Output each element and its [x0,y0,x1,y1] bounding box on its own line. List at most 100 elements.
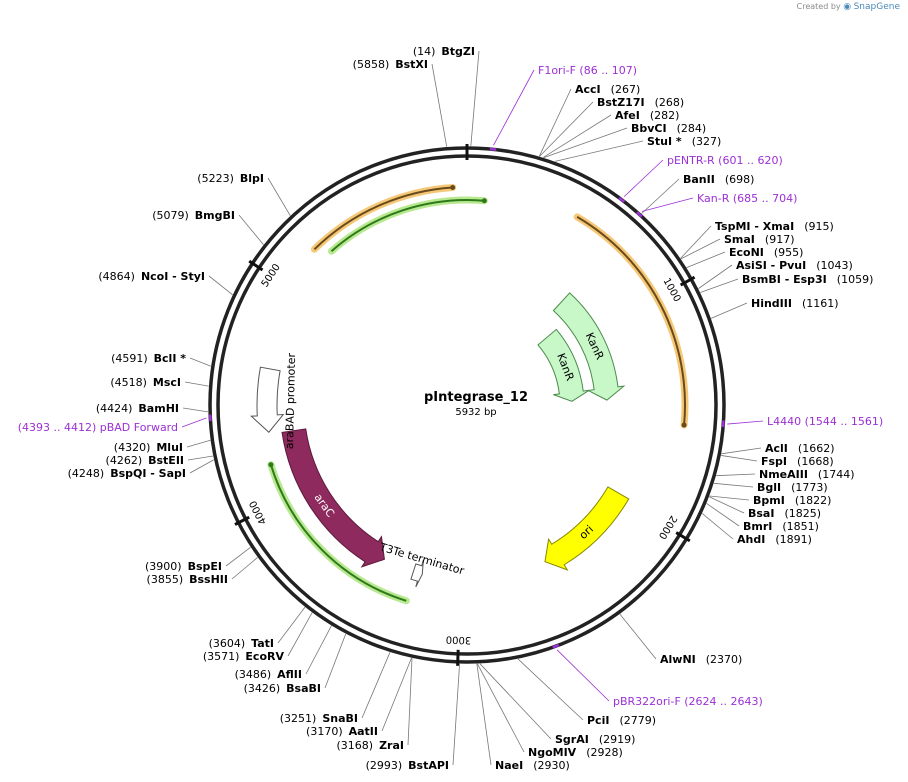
enzyme-leader-line [680,238,721,260]
enzyme-name: HindIII [751,297,792,310]
enzyme-position: (1161) [802,297,839,310]
enzyme-leader-line [189,459,215,474]
enzyme-position: (4518) [110,376,147,389]
orange-arc-end [681,422,687,428]
primer-label: (4393 .. 4412) pBAD Forward [18,421,178,434]
enzyme-leader-line [184,381,209,387]
enzyme-position: (1043) [816,259,853,272]
enzyme-position: (3604) [209,637,246,650]
enzyme-name: SmaI [724,233,755,246]
enzyme-position: (3900) [145,560,182,573]
enzyme-leader-line [709,495,750,501]
enzyme-position: (1773) [791,481,828,494]
green-arc [269,464,407,602]
plasmid-name: pIntegrase_12 [424,390,528,405]
enzyme-name: BsmBI - Esp3I [742,273,827,286]
enzyme-leader-line [641,178,680,214]
green-arc-end [268,462,274,468]
enzyme-name: AatII [349,725,378,738]
primer-binding-mark [618,196,626,203]
tick-mark [248,259,264,272]
enzyme-name: EcoNI [729,246,764,259]
enzyme-name: TspMI - XmaI [715,220,794,233]
enzyme-name: BlpI [240,172,264,185]
primer-binding-mark [489,147,497,151]
enzyme-leader-line [381,657,412,732]
enzyme-leader-line [470,50,480,147]
enzyme-leader-line [186,439,211,448]
enzyme-name: NgoMIV [528,746,577,759]
enzyme-name: BspEI [188,560,222,573]
enzyme-leader-line [182,407,209,413]
enzyme-leader-line [238,214,264,245]
enzyme-leader-line [479,663,552,740]
enzyme-name: BstAPI [408,759,449,772]
enzyme-position: (1059) [837,273,874,286]
snapgene-name: SnapGene [853,2,900,12]
plasmid-center-label: pIntegrase_12 5932 bp [424,390,528,418]
enzyme-leader-line [713,482,754,488]
enzyme-name: TatI [251,637,274,650]
enzyme-name: ZraI [379,739,404,752]
enzyme-name: BsaI [748,507,774,520]
enzyme-name: BclI * [154,352,187,365]
enzyme-leader-line [477,663,525,753]
enzyme-position: (1891) [775,533,812,546]
enzyme-leader-line [225,546,251,567]
enzyme-leader-line [539,101,594,157]
orange-arc [313,186,453,251]
tick-label: 5000 [260,262,283,289]
enzyme-position: (3855) [147,573,184,586]
enzyme-name: NmeAIII [759,468,808,481]
enzyme-position: (955) [774,246,804,259]
enzyme-leader-line [407,658,413,746]
enzyme-position: (1668) [797,455,834,468]
enzyme-position: (4262) [106,454,143,467]
feature-arac [281,428,385,568]
feature-kanr [552,292,626,401]
enzyme-name: NaeI [495,759,523,772]
feature-ori [544,486,630,571]
enzyme-leader-line [720,455,758,462]
enzyme-leader-line [716,473,756,477]
enzyme-position: (14) [413,45,436,58]
tick-mark [456,649,460,666]
enzyme-position: (4591) [111,352,148,365]
enzyme-position: (2930) [533,759,570,772]
enzyme-position: (1822) [795,494,832,507]
enzyme-name: AhdI [737,533,765,546]
enzyme-position: (284) [677,122,707,135]
enzyme-position: (1662) [798,442,835,455]
enzyme-leader-line [187,455,214,461]
enzyme-leader-line [619,613,657,660]
enzyme-leader-line [324,633,347,689]
primer-leader-line [181,417,207,428]
enzyme-name: BglI [757,481,781,494]
enzyme-position: (3571) [203,650,240,663]
enzyme-name: MscI [153,376,181,389]
feature-t3te-terminator [410,559,424,588]
tick-label: 4000 [248,499,269,527]
enzyme-leader-line [706,503,740,527]
enzyme-position: (4424) [96,402,133,415]
site-labels: AccI(267)BstZ17I(268)AfeI(282)BbvCI(284)… [18,45,884,772]
primer-label: pENTR-R (601 .. 620) [667,154,783,167]
enzyme-position: (2370) [706,653,743,666]
enzyme-position: (698) [725,173,755,186]
enzyme-leader-line [700,278,739,293]
orange-arc-end [450,184,456,190]
enzyme-leader-line [267,177,291,216]
enzyme-position: (2919) [599,733,636,746]
enzyme-leader-line [543,114,612,158]
enzyme-name: BstZ17I [597,96,645,109]
tick-mark [675,531,691,543]
enzyme-leader-line [361,652,391,719]
enzyme-position: (2779) [619,714,656,727]
enzyme-position: (2928) [586,746,623,759]
primer-binding-mark [552,643,560,649]
enzyme-leader-line [554,140,644,162]
primer-label: Kan-R (685 .. 704) [697,192,797,205]
tick-label: 1000 [660,276,682,304]
enzyme-position: (5079) [152,209,189,222]
enzyme-leader-line [189,357,212,367]
